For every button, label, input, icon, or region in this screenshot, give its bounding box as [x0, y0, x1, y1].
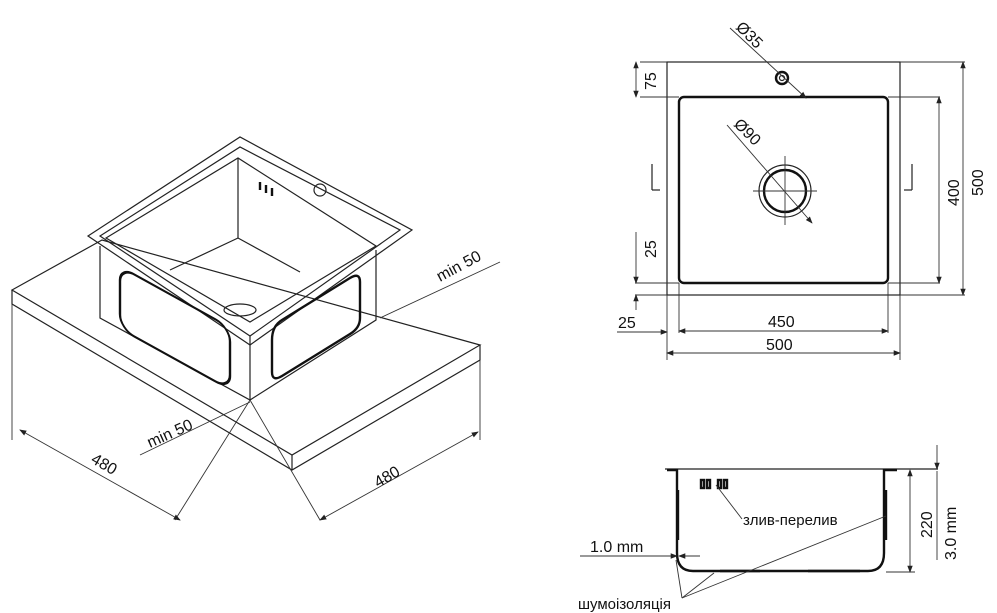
tap-hole-iso: [313, 183, 327, 197]
overflow-label: злив-перелив: [743, 512, 838, 529]
overflow-slots: [699, 478, 729, 490]
cabinet-depth-label: 480: [88, 451, 120, 479]
wall-thickness-label: 1.0 mm: [590, 539, 643, 556]
insulation-leaders: [675, 515, 887, 599]
drain-diameter-label: Ø90: [730, 116, 763, 149]
section-marker-left: [651, 164, 660, 191]
bottom-offset-inner-label: 25: [643, 240, 660, 258]
isometric-view: min 50 min 50 480 480: [10, 136, 501, 521]
sink-rim: [86, 136, 414, 346]
sink-outline: [666, 61, 901, 296]
bowl-width-label: 450: [768, 314, 795, 331]
depth-label: 220: [919, 511, 936, 538]
tap-hole: [729, 27, 807, 99]
tap-offset-label: 75: [643, 72, 660, 90]
min-clearance-right-label: min 50: [434, 248, 484, 286]
overall-width-label: 500: [766, 337, 793, 354]
dimension-lines-iso: [11, 261, 501, 521]
countertop: [10, 239, 482, 471]
insulation-label: шумоізоляція: [578, 596, 671, 613]
section-marker-right: [904, 164, 913, 191]
drain-hole: [726, 124, 817, 225]
cabinet-width-label: 480: [372, 463, 404, 491]
tap-hole-diameter-label: Ø35: [732, 19, 765, 52]
insulation-pad-right: [270, 274, 362, 380]
bottom-offset-outer-label: 25: [618, 315, 636, 332]
section-view: злив-перелив 1.0 mm 220 3.0 mm шумоізоля…: [578, 445, 960, 613]
bowl-outline: [677, 95, 890, 285]
overall-length-label: 500: [970, 169, 987, 196]
overflow-slots-iso: [258, 182, 274, 196]
sink-bowl: [99, 158, 377, 401]
insulation-pad-left: [118, 270, 232, 386]
bowl-length-label: 400: [946, 179, 963, 206]
rim-thickness-label: 3.0 mm: [943, 507, 960, 560]
min-clearance-left-label: min 50: [145, 417, 196, 452]
drain-iso: [223, 303, 257, 317]
top-view: Ø35 Ø90 75 25 25 450 500 400 500: [617, 19, 987, 360]
